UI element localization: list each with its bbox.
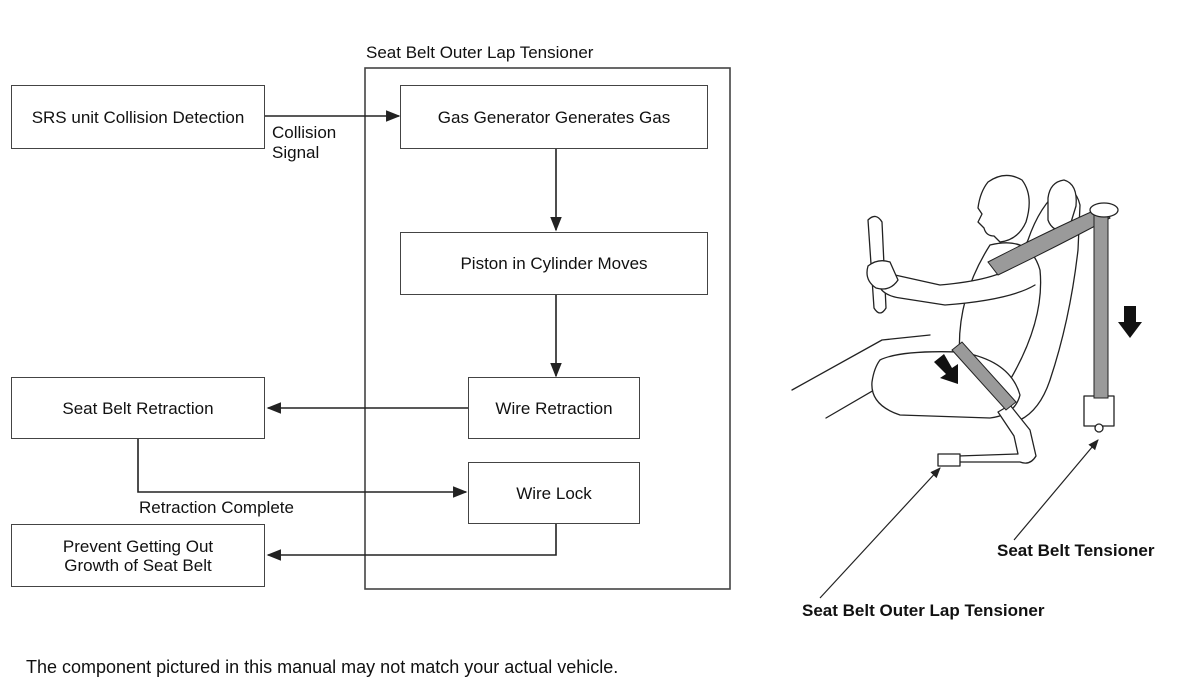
collision-label-line1: Collision	[272, 123, 337, 142]
seatbelt-retraction-box: Seat Belt Retraction	[11, 377, 265, 439]
piston-box: Piston in Cylinder Moves	[400, 232, 708, 295]
srs-box-label: SRS unit Collision Detection	[31, 107, 245, 127]
down-arrow-icon	[1118, 306, 1142, 338]
piston-box-label: Piston in Cylinder Moves	[460, 254, 648, 273]
collision-signal-label: Collision Signal	[272, 123, 336, 163]
gas-generator-box: Gas Generator Generates Gas	[400, 85, 708, 149]
leader-lap-tensioner	[819, 467, 941, 599]
dashboard-line	[791, 334, 931, 391]
head	[977, 174, 1030, 243]
callout-seat-belt-tensioner: Seat Belt Tensioner	[997, 541, 1155, 560]
prevent-box-line1: Prevent Getting Out	[62, 536, 214, 556]
belt-guide	[1089, 202, 1119, 218]
lap-tensioner-bracket	[957, 404, 1037, 464]
wire-lock-box: Wire Lock	[468, 462, 640, 524]
prevent-box-line2: Growth of Seat Belt	[64, 555, 212, 575]
lap-tensioner-unit	[937, 453, 961, 467]
leader-tensioner	[1013, 439, 1099, 541]
wire-retraction-box: Wire Retraction	[468, 377, 640, 439]
collision-label-line2: Signal	[272, 143, 320, 162]
prevent-growth-box: Prevent Getting Out Growth of Seat Belt	[11, 524, 265, 587]
group-title: Seat Belt Outer Lap Tensioner	[366, 43, 594, 62]
arrow-wire-lock-to-prevent	[266, 524, 557, 561]
diagonal-arrow-icon	[934, 354, 958, 384]
srs-collision-detection-box: SRS unit Collision Detection	[11, 85, 265, 149]
vertical-belt	[1093, 214, 1109, 399]
hand	[866, 260, 899, 290]
retractor-bolt	[1094, 423, 1104, 433]
wire-lock-label: Wire Lock	[516, 483, 592, 503]
wire-retraction-label: Wire Retraction	[495, 398, 613, 418]
shoulder-belt	[987, 207, 1111, 276]
retraction-complete-label: Retraction Complete	[139, 498, 294, 517]
group-frame	[364, 67, 731, 590]
seatbelt-retraction-label: Seat Belt Retraction	[62, 398, 214, 418]
retractor-unit	[1083, 395, 1115, 427]
footer-note: The component pictured in this manual ma…	[26, 657, 619, 677]
headrest	[1047, 179, 1077, 233]
arrow-retraction-complete	[137, 439, 468, 498]
lap-belt	[951, 341, 1017, 411]
gas-box-label: Gas Generator Generates Gas	[437, 107, 671, 127]
callout-outer-lap-tensioner: Seat Belt Outer Lap Tensioner	[802, 601, 1045, 620]
